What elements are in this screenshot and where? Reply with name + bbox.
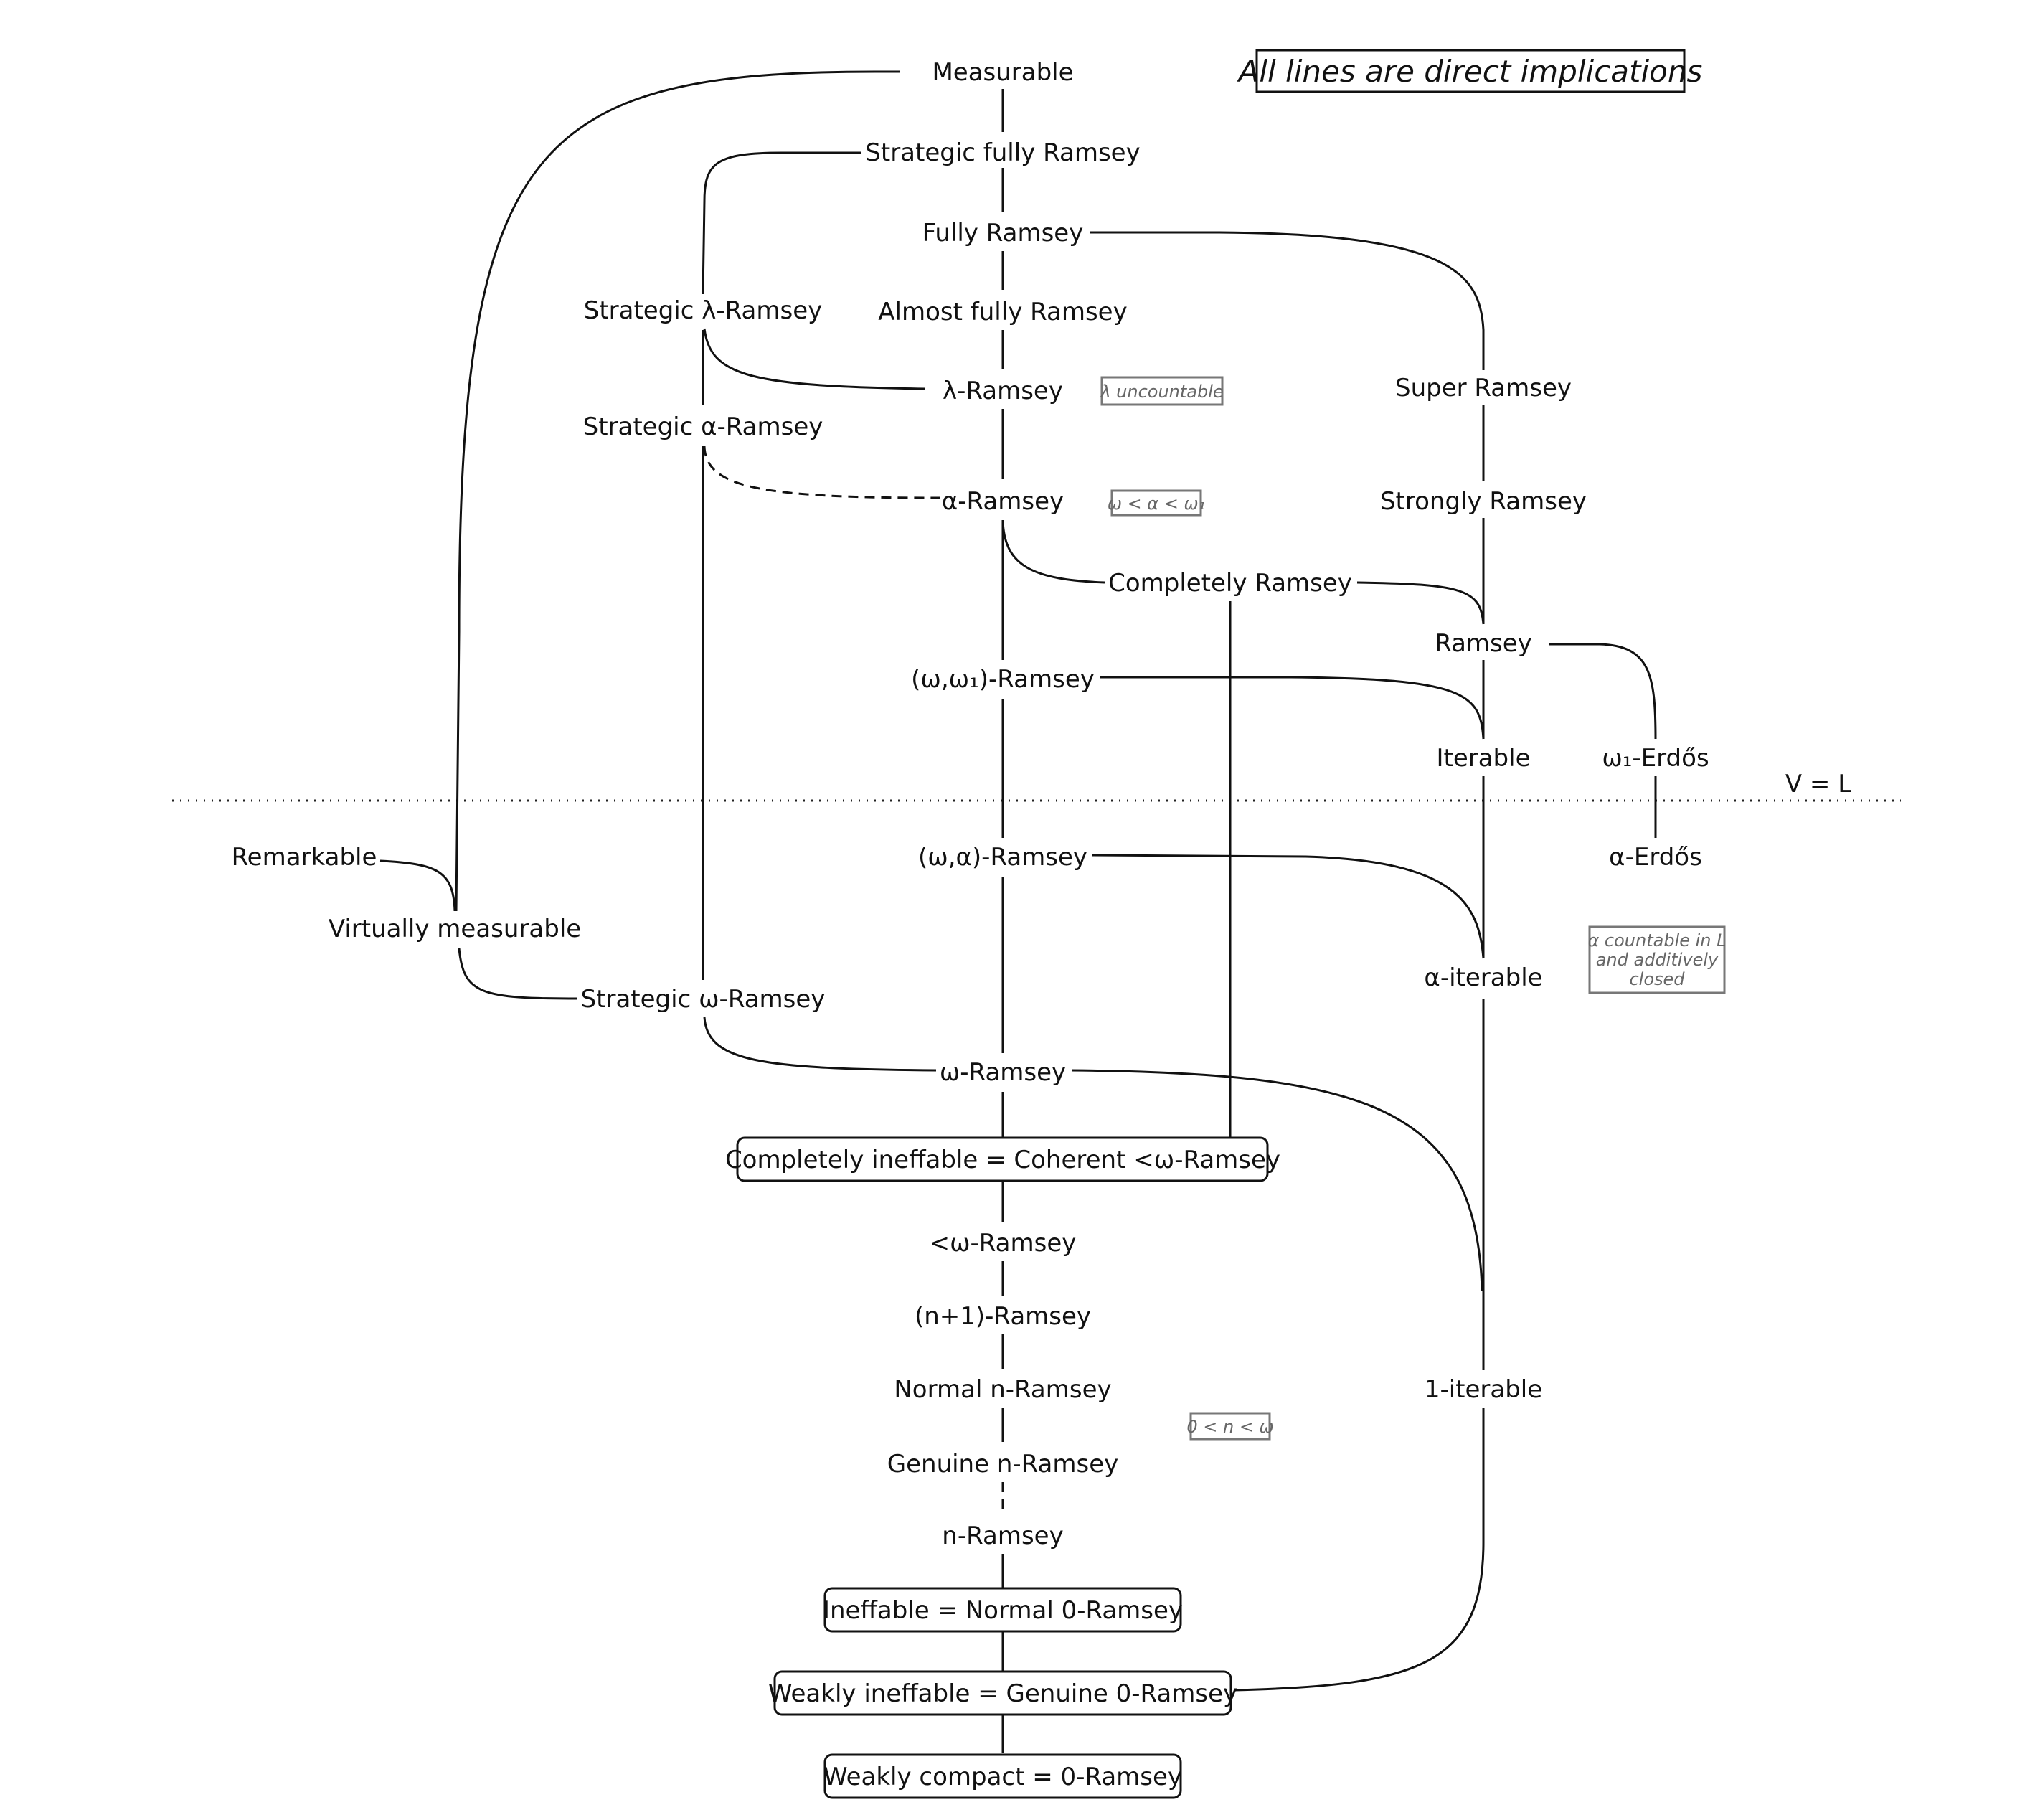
node-iterable: Iterable — [1436, 744, 1530, 773]
node-alpha-iterable: α-iterable — [1424, 963, 1542, 992]
edge-alpha-completely-ramsey — [1001, 519, 1105, 584]
edge-virtually-strategic-omega — [458, 948, 578, 1000]
edge-remarkable-virtually-measurable — [379, 859, 456, 912]
edge-omega-omega1-iterable — [1100, 676, 1485, 740]
ineffable-box — [823, 1587, 1182, 1633]
note-alpha-countable-line2: and additively — [1596, 950, 1719, 970]
weakly-compact-box — [823, 1753, 1182, 1799]
edge-one-iterable-weakly-ineffable — [1233, 1408, 1485, 1692]
node-measurable: Measurable — [932, 58, 1073, 87]
node-n-ramsey: n-Ramsey — [942, 1522, 1063, 1550]
node-n-plus-1-ramsey: (n+1)-Ramsey — [915, 1302, 1091, 1331]
node-ineffable: Ineffable = Normal 0-Ramsey — [823, 1596, 1183, 1625]
node-fully-ramsey: Fully Ramsey — [922, 219, 1084, 247]
node-almost-fully-ramsey: Almost fully Ramsey — [878, 298, 1127, 326]
edge-omega-ramsey-one-iterable — [1071, 1069, 1483, 1292]
edge-strategic-fully-strategic-lambda — [702, 151, 861, 295]
note-alpha-countable-box — [1588, 925, 1726, 994]
note-n-box — [1189, 1412, 1271, 1441]
node-ramsey: Ramsey — [1435, 629, 1532, 658]
node-omega1-erdos: ω₁-Erdős — [1602, 744, 1709, 773]
note-lambda-uncountable: λ uncountable — [1099, 382, 1223, 402]
node-lt-omega-ramsey: <ω-Ramsey — [930, 1229, 1077, 1258]
edge-measurable-virtually-measurable — [455, 70, 900, 912]
node-virtually-measurable: Virtually measurable — [329, 915, 581, 943]
edge-strategic-lambda-lambda — [703, 328, 926, 390]
node-genuine-n-ramsey: Genuine n-Ramsey — [887, 1450, 1119, 1479]
node-normal-n-ramsey: Normal n-Ramsey — [894, 1375, 1111, 1404]
note-n-range: 0 < n < ω — [1186, 1417, 1273, 1437]
title-box — [1255, 49, 1686, 93]
diagram-title: All lines are direct implications — [1237, 54, 1703, 89]
node-strategic-alpha-ramsey: Strategic α-Ramsey — [583, 412, 823, 441]
node-super-ramsey: Super Ramsey — [1395, 374, 1572, 402]
node-omega-ramsey: ω-Ramsey — [940, 1058, 1066, 1087]
edge-completely-ramsey-ramsey — [1356, 581, 1485, 625]
edge-omega-alpha-alpha-iterable — [1091, 854, 1485, 959]
node-completely-ineffable: Completely ineffable = Coherent <ω-Ramse… — [725, 1146, 1280, 1174]
node-completely-ramsey: Completely Ramsey — [1108, 569, 1352, 598]
weakly-ineffable-box — [773, 1670, 1232, 1716]
node-strategic-lambda-ramsey: Strategic λ-Ramsey — [584, 296, 822, 325]
node-weakly-ineffable: Weakly ineffable = Genuine 0-Ramsey — [768, 1679, 1237, 1708]
node-remarkable: Remarkable — [232, 843, 377, 872]
node-strategic-omega-ramsey: Strategic ω-Ramsey — [581, 985, 826, 1014]
note-alpha-countable-line3: closed — [1629, 969, 1685, 989]
node-strategic-fully-ramsey: Strategic fully Ramsey — [865, 138, 1140, 167]
edge-fully-super — [1090, 231, 1485, 370]
node-omega-alpha-ramsey: (ω,α)-Ramsey — [918, 843, 1087, 872]
edge-strategic-alpha-alpha — [703, 445, 940, 499]
note-alpha-box — [1110, 489, 1202, 517]
node-one-iterable: 1-iterable — [1425, 1375, 1542, 1404]
note-alpha-countable-line1: α countable in L — [1587, 930, 1726, 951]
completely-ineffable-box — [736, 1136, 1269, 1182]
node-omega-omega1-ramsey: (ω,ω₁)-Ramsey — [911, 665, 1095, 694]
edge-ramsey-omega1-erdos — [1549, 643, 1657, 740]
vl-label: V = L — [1785, 770, 1851, 798]
node-strongly-ramsey: Strongly Ramsey — [1380, 487, 1587, 516]
note-lambda-box — [1100, 376, 1224, 406]
node-alpha-ramsey: α-Ramsey — [942, 487, 1064, 516]
edge-strategic-omega-omega — [703, 1017, 937, 1072]
note-alpha-range: ω < α < ω₁ — [1108, 494, 1205, 514]
node-weakly-compact: Weakly compact = 0-Ramsey — [823, 1763, 1182, 1791]
node-alpha-erdos: α-Erdős — [1609, 843, 1702, 872]
node-lambda-ramsey: λ-Ramsey — [943, 377, 1063, 405]
